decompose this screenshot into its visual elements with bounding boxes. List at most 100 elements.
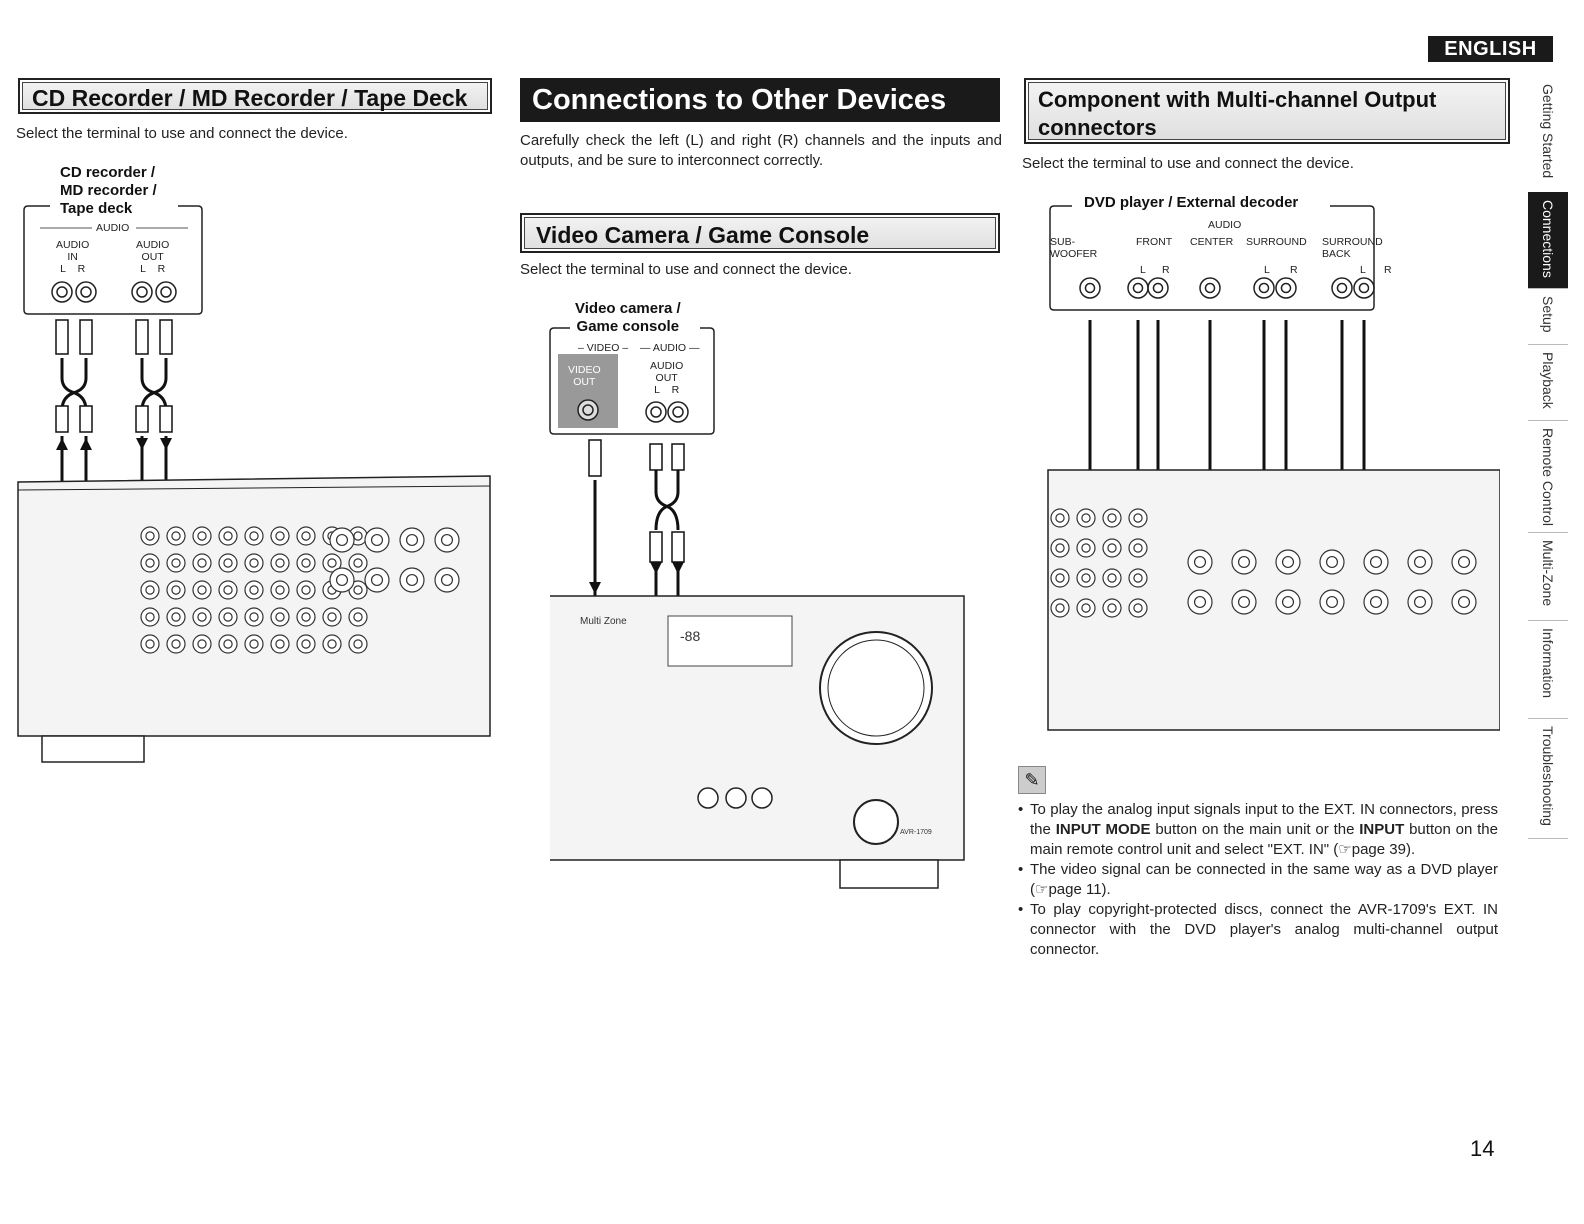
jack-inner — [1369, 555, 1383, 569]
video-audio-group-label: — AUDIO — — [640, 342, 700, 354]
jack-inner — [1457, 595, 1471, 609]
jack — [1253, 277, 1275, 299]
jack-inner — [405, 533, 419, 547]
jack — [1353, 277, 1375, 299]
jack-inner — [1081, 513, 1091, 523]
svg-text:AVR-1709: AVR-1709 — [900, 829, 932, 836]
side-tab-label: Connections — [1540, 200, 1556, 278]
jack-inner — [197, 558, 207, 568]
jack-inner — [301, 585, 311, 595]
jack-inner — [440, 533, 454, 547]
side-tab[interactable]: Multi-Zone — [1528, 532, 1568, 621]
jack-inner — [1055, 543, 1065, 553]
side-tab[interactable]: Troubleshooting — [1528, 718, 1568, 839]
notes-list: To play the analog input signals input t… — [1016, 800, 1498, 960]
side-tab[interactable]: Remote Control — [1528, 420, 1568, 533]
dvd-channel-label: SURROUND — [1246, 236, 1307, 248]
jack-inner — [275, 558, 285, 568]
jack-inner — [1132, 282, 1144, 294]
side-tab[interactable]: Playback — [1528, 344, 1568, 421]
side-tab[interactable]: Connections — [1528, 192, 1568, 289]
multichannel-diagram — [1047, 205, 1500, 731]
jack-inner — [1133, 543, 1143, 553]
dvd-audio-group-label: AUDIO — [1208, 219, 1242, 231]
jack-inner — [275, 639, 285, 649]
video-group-label: – VIDEO – — [578, 342, 629, 354]
jack-inner — [1325, 595, 1339, 609]
jack-inner — [1081, 543, 1091, 553]
cd-recorder-diagram — [17, 205, 491, 763]
jack-inner — [223, 639, 233, 649]
jack-inner — [275, 531, 285, 541]
jack-inner — [1193, 555, 1207, 569]
lr-label: R — [1384, 264, 1392, 276]
svg-text:Multi Zone: Multi Zone — [580, 616, 627, 627]
side-tab[interactable]: Information — [1528, 620, 1568, 719]
dvd-channel-label: CENTER — [1190, 236, 1234, 248]
jack-inner — [1413, 555, 1427, 569]
jack — [1147, 277, 1169, 299]
jack-inner — [1133, 513, 1143, 523]
jack-inner — [223, 612, 233, 622]
jack-inner — [1107, 573, 1117, 583]
jack-inner — [249, 612, 259, 622]
jack-inner — [1107, 513, 1117, 523]
jack-inner — [171, 612, 181, 622]
jack-inner — [440, 573, 454, 587]
lr-label: L — [1360, 264, 1366, 276]
note-item: To play copyright-protected discs, conne… — [1016, 900, 1498, 960]
cd-device-label: CD recorder / MD recorder / Tape deck — [60, 164, 157, 217]
jack — [1079, 277, 1101, 299]
jack-inner — [249, 585, 259, 595]
side-tab-label: Setup — [1540, 296, 1556, 333]
jack-inner — [171, 639, 181, 649]
lr-label: R — [1290, 264, 1298, 276]
jack-inner — [197, 531, 207, 541]
jack-inner — [1258, 282, 1270, 294]
note-item: To play the analog input signals input t… — [1016, 800, 1498, 860]
section-title-cd-recorder: CD Recorder / MD Recorder / Tape Deck — [18, 78, 492, 114]
side-tab-label: Remote Control — [1540, 428, 1556, 527]
jack — [1127, 277, 1149, 299]
jack-inner — [353, 612, 363, 622]
jack-inner — [1358, 282, 1370, 294]
video-device-label: Video camera / Game console — [575, 300, 681, 335]
jack-inner — [405, 573, 419, 587]
jack-inner — [1413, 595, 1427, 609]
jack-inner — [1152, 282, 1164, 294]
side-tab-label: Multi-Zone — [1540, 540, 1556, 607]
side-tab[interactable]: Getting Started — [1528, 76, 1568, 193]
jack-inner — [1281, 595, 1295, 609]
svg-text:-88: -88 — [680, 628, 700, 644]
jack-inner — [335, 573, 349, 587]
jack-inner — [353, 585, 363, 595]
page-number: 14 — [1470, 1136, 1495, 1161]
jack-inner — [1133, 573, 1143, 583]
jack-inner — [1055, 603, 1065, 613]
jack-inner — [1237, 555, 1251, 569]
jack-inner — [249, 531, 259, 541]
jack-inner — [1336, 282, 1348, 294]
jack-inner — [1055, 513, 1065, 523]
dvd-channel-label: FRONT — [1136, 236, 1173, 248]
lr-label: L — [1140, 264, 1146, 276]
lr-label: R — [1162, 264, 1170, 276]
jack-inner — [145, 585, 155, 595]
jack-inner — [1325, 555, 1339, 569]
jack-inner — [197, 585, 207, 595]
jack-inner — [145, 612, 155, 622]
jack-inner — [1107, 543, 1117, 553]
middle-intro: Carefully check the left (L) and right (… — [520, 132, 1002, 169]
jack-inner — [1081, 603, 1091, 613]
jack — [1199, 277, 1221, 299]
side-tab[interactable]: Setup — [1528, 288, 1568, 345]
language-badge: ENGLISH — [1428, 36, 1553, 62]
jack-inner — [1055, 573, 1065, 583]
pencil-icon: ✎ — [1018, 766, 1046, 794]
jack-inner — [353, 558, 363, 568]
jack-inner — [249, 639, 259, 649]
